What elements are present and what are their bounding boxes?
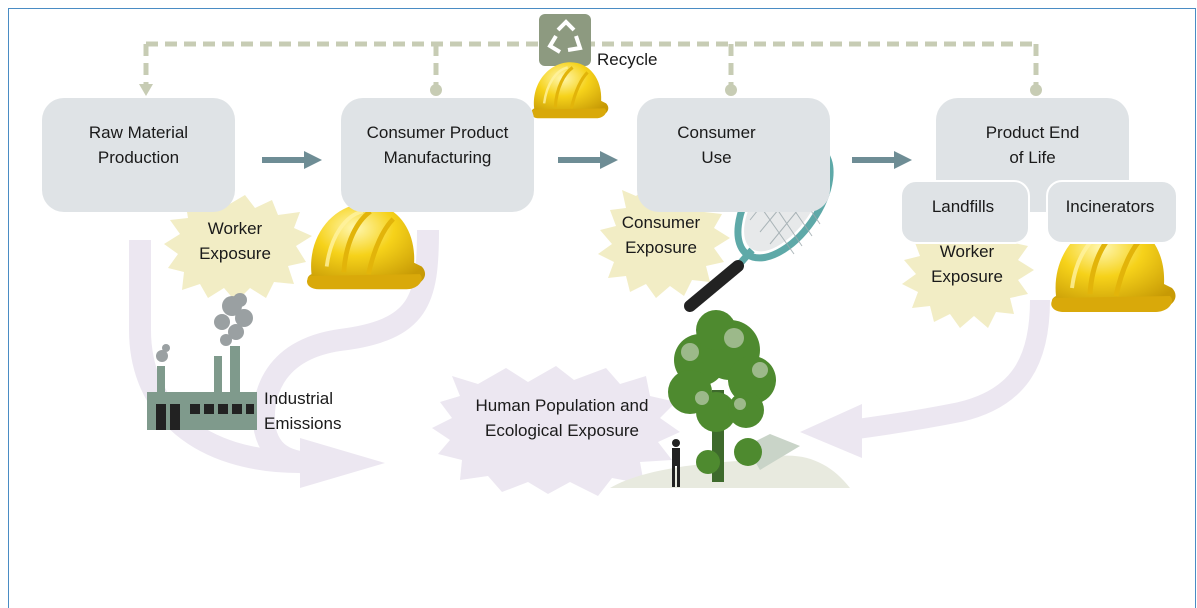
person-icon xyxy=(672,439,680,487)
hardhat-icon xyxy=(307,203,425,289)
diagram-canvas: Raw Material Production Consumer Product… xyxy=(8,8,1197,608)
recycle-icon xyxy=(539,14,591,66)
stage-consumer-product-manufacturing xyxy=(341,98,534,212)
stage-label-raw-material: Raw Material Production xyxy=(88,123,189,167)
population-burst xyxy=(432,366,680,496)
tree-icon xyxy=(610,310,850,488)
consumer-exposure-label: Consumer Exposure xyxy=(621,213,701,257)
incinerators-box xyxy=(1046,180,1178,244)
landfills-label: Landfills xyxy=(931,197,995,216)
exposure-bursts xyxy=(164,186,1034,328)
population-exposure-label: Human Population and Ecological Exposure xyxy=(475,396,649,440)
incinerators-label: Incinerators xyxy=(1065,197,1155,216)
flow-arrows xyxy=(262,151,912,169)
diagram-art xyxy=(129,14,1197,496)
emission-flows xyxy=(129,229,1050,488)
stage-label-manufacturing: Consumer Product Manufacturing xyxy=(366,123,509,167)
worker-exposure-label-2: Worker Exposure xyxy=(931,242,1003,286)
recycle-label: Recycle xyxy=(597,50,658,69)
factory-icon xyxy=(147,293,257,430)
stage-raw-material-production xyxy=(42,98,235,212)
industrial-emissions-label: Industrial Emissions xyxy=(264,389,342,433)
stage-consumer-use xyxy=(637,98,830,212)
stage-label-end-of-life: Product End of Life xyxy=(985,123,1080,167)
stage-label-consumer-use: Consumer Use xyxy=(677,123,756,167)
landfills-box xyxy=(900,180,1030,244)
worker-exposure-label-1: Worker Exposure xyxy=(199,219,271,263)
frame-border xyxy=(8,8,1196,608)
